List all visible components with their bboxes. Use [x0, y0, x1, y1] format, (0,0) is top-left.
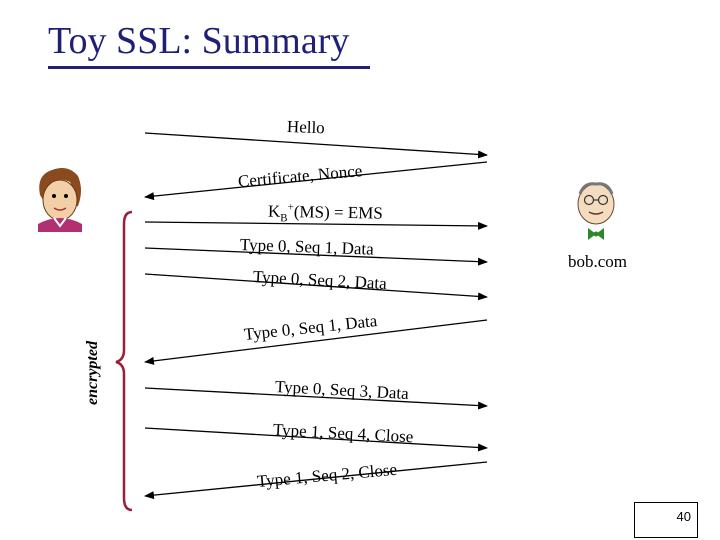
encrypted-bracket [115, 210, 133, 512]
message-arrow-2 [144, 161, 488, 201]
message-arrow-7 [144, 387, 488, 410]
message-arrow-9 [144, 461, 488, 500]
message-arrow-5 [144, 273, 488, 301]
message-arrow-6 [144, 319, 488, 365]
slide-title: Toy SSL: Summary [48, 20, 350, 62]
message-arrows [144, 132, 488, 500]
message-label-3: KB+(MS) = EMS [267, 201, 383, 225]
alice-icon [38, 168, 82, 232]
bob-icon [577, 182, 615, 240]
message-arrow-4 [144, 247, 488, 266]
encrypted-label: encrypted [84, 341, 101, 405]
server-name: bob.com [568, 252, 628, 271]
message-label-4: Type 0, Seq 1, Data [239, 235, 375, 259]
message-arrow-1 [144, 132, 488, 159]
title-underline [48, 66, 370, 69]
message-arrow-3 [144, 221, 488, 230]
page-number-box: 40 [634, 502, 698, 538]
message-arrow-8 [144, 427, 488, 452]
message-label-1: Hello [286, 117, 326, 138]
page-number: 40 [676, 509, 691, 524]
